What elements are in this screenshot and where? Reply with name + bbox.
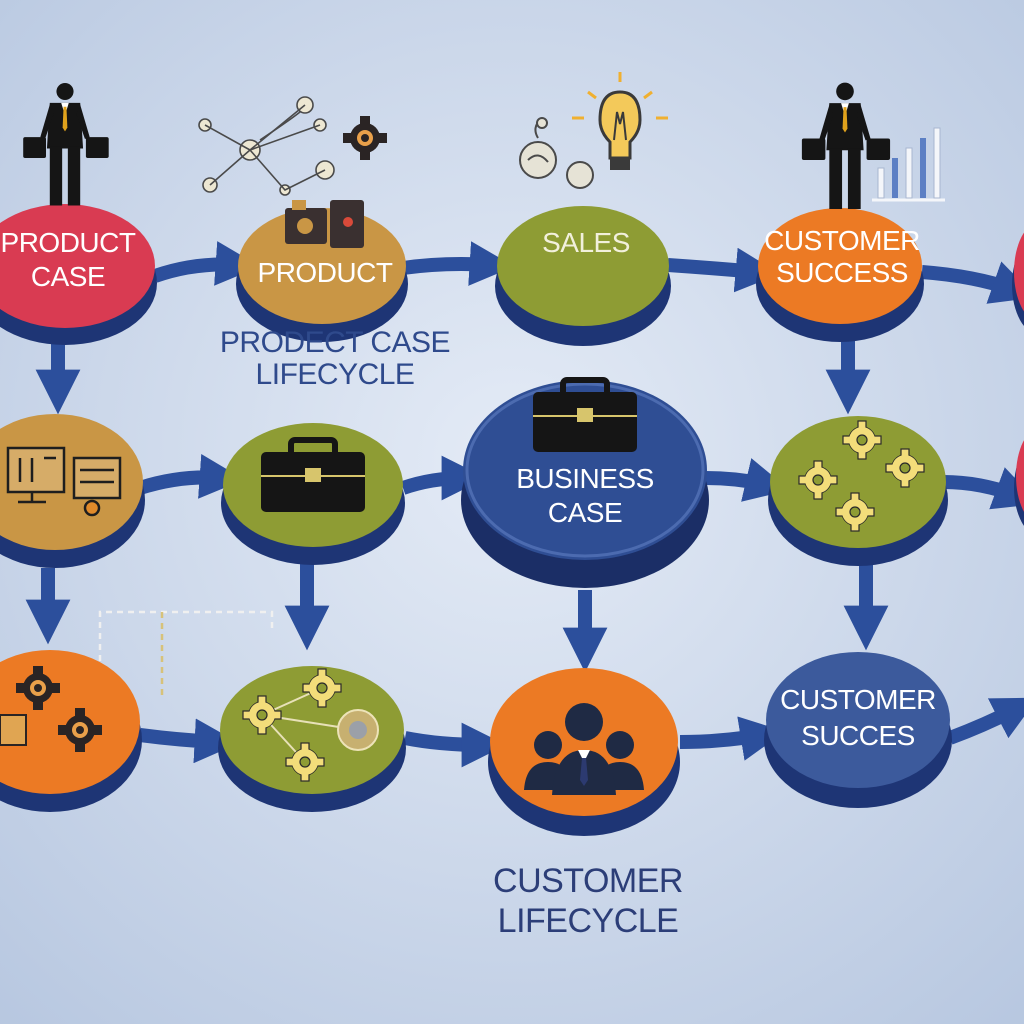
node-business-case-line2: CASE bbox=[548, 497, 622, 528]
monitor-icon bbox=[6, 446, 122, 517]
caption-customer-lifecycle: CUSTOMER LIFECYCLE bbox=[493, 862, 683, 940]
target-center-icon bbox=[349, 721, 367, 739]
node-customer-success-bottom-line1: CUSTOMER bbox=[780, 684, 936, 715]
node-gears bbox=[768, 416, 948, 566]
puzzle-icon bbox=[519, 117, 594, 189]
arrow-customer-success-to-offscreen bbox=[921, 261, 1024, 304]
caption-product-case-lifecycle-line1: PRODECT CASE bbox=[220, 326, 450, 359]
node-sales-label: SALES bbox=[542, 227, 630, 258]
arrow-customer-succes-to-offscreen bbox=[947, 697, 1024, 745]
arrow-customer-to-customer-succes bbox=[679, 716, 786, 761]
arrow-product-to-sales bbox=[402, 241, 515, 286]
box-icon bbox=[0, 714, 27, 746]
arrows bbox=[25, 241, 1024, 768]
node-customer-success-top-line1: CUSTOMER bbox=[764, 225, 920, 256]
node-customer bbox=[488, 668, 680, 836]
caption-customer-lifecycle-line2: LIFECYCLE bbox=[498, 902, 679, 940]
camera-icon bbox=[285, 200, 364, 248]
node-sales: SALES bbox=[495, 206, 671, 346]
node-business-case: BUSINESS CASE bbox=[461, 380, 709, 588]
node-offscreen-right-row2 bbox=[1016, 440, 1024, 512]
caption-product-case-lifecycle: PRODECT CASE LIFECYCLE bbox=[220, 326, 451, 391]
arrow-business-case-to-gears bbox=[705, 458, 790, 502]
node-business-case-line1: BUSINESS bbox=[516, 463, 654, 494]
lightbulb-icon bbox=[572, 72, 668, 170]
node-product-case-line2: CASE bbox=[31, 261, 105, 292]
node-product-label: PRODUCT bbox=[258, 257, 393, 288]
arrow-sales-to-customer-success bbox=[667, 247, 781, 293]
arrow-orange-gears-to-olive-gears bbox=[139, 718, 240, 764]
bar-chart-icon bbox=[872, 127, 945, 202]
arrow-gears-to-offscreen bbox=[943, 467, 1024, 510]
arrow-olive-gears-to-customer bbox=[403, 722, 507, 768]
node-briefcase bbox=[221, 423, 405, 565]
node-olive-gears bbox=[218, 666, 406, 812]
node-customer-success-top-line2: SUCCESS bbox=[776, 257, 908, 288]
dashed-connector bbox=[98, 610, 274, 672]
node-product-case-line1: PRODUCT bbox=[1, 227, 136, 258]
network-icon bbox=[198, 96, 335, 196]
node-monitor bbox=[0, 414, 145, 568]
node-customer-success-bottom: CUSTOMER SUCCES bbox=[764, 652, 952, 808]
arrow-monitor-to-briefcase bbox=[137, 454, 245, 499]
caption-customer-lifecycle-line1: CUSTOMER bbox=[493, 862, 683, 900]
caption-product-case-lifecycle-line2: LIFECYCLE bbox=[256, 358, 415, 391]
node-customer-success-top: CUSTOMER SUCCESS bbox=[756, 208, 924, 342]
node-orange-gears bbox=[0, 650, 142, 812]
arrow-briefcase-to-business-case bbox=[400, 455, 487, 501]
node-product-case: PRODUCT CASE bbox=[0, 204, 157, 345]
people-icon bbox=[524, 703, 644, 795]
node-offscreen-right-row1 bbox=[1014, 232, 1024, 312]
node-customer-success-bottom-line2: SUCCES bbox=[801, 720, 915, 751]
arrow-product-case-to-product bbox=[152, 241, 261, 286]
